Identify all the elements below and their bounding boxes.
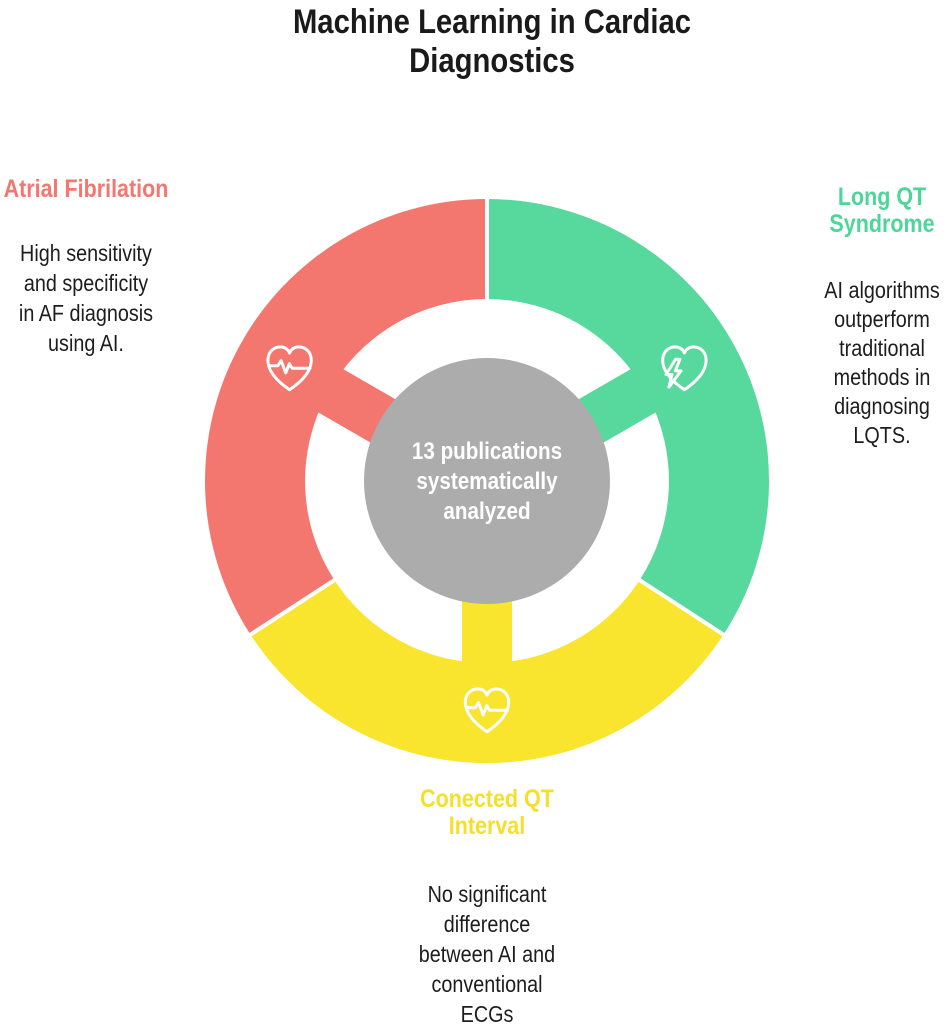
lqts-description: AI algorithms outperform traditional met…	[824, 277, 940, 448]
center-circle	[364, 358, 610, 604]
heart-outline	[266, 345, 313, 392]
page-title: Machine Learning in Cardiac Diagnostics	[292, 3, 692, 80]
divider-top	[485, 191, 489, 306]
heart-bolt-icon	[661, 345, 708, 392]
heart-outline	[463, 687, 511, 734]
center-circle-text: 13 publications systematically analyzed	[411, 438, 563, 525]
divider-lower-right	[632, 574, 732, 641]
divider-lower-left	[242, 574, 342, 641]
pulse-line	[267, 359, 312, 375]
af-description: High sensitivity and specificity in AF d…	[18, 240, 154, 356]
lqts-heading: Long QT Syndrome	[829, 183, 935, 238]
heart-pulse-icon	[463, 687, 511, 734]
qtc-description: No significant difference between AI and…	[418, 881, 556, 1024]
heart-outline	[661, 345, 708, 392]
segment-long-qt-arc	[487, 199, 770, 635]
pulse-line	[465, 701, 509, 717]
tab-atrial-fibrillation	[304, 361, 396, 443]
lightning-bolt	[664, 357, 683, 389]
af-heading: Atrial Fibrilation	[3, 175, 169, 203]
tab-long-qt	[578, 361, 670, 443]
segment-atrial-fibrillation-arc	[204, 198, 487, 635]
heart-pulse-icon	[266, 345, 313, 392]
qtc-heading: Conected QT Interval	[420, 785, 554, 840]
tab-corrected-qt	[462, 601, 512, 677]
